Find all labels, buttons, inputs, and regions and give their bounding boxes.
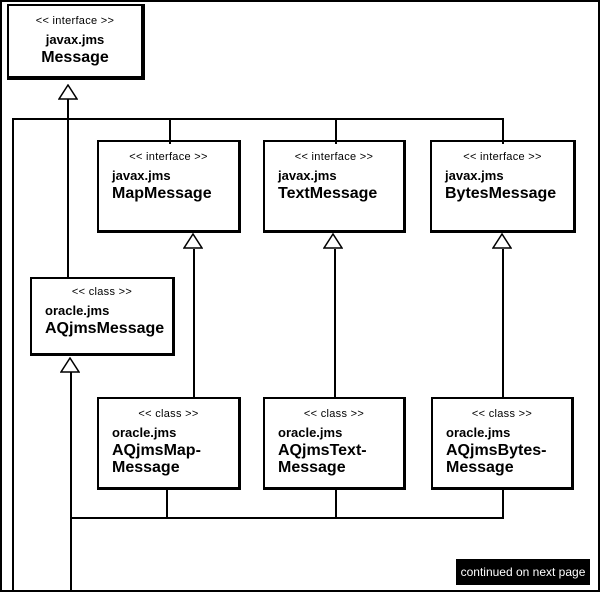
class-name-label: Message (112, 459, 180, 476)
connector-line (502, 118, 504, 144)
connector-line (502, 249, 504, 399)
generalization-arrow-icon (183, 233, 203, 249)
interface-box-message: << interface >> javax.jms Message (7, 4, 145, 80)
class-name-label: Message (278, 459, 346, 476)
connector-line (70, 517, 504, 519)
generalization-arrow-icon (492, 233, 512, 249)
stereotype-label: << interface >> (129, 151, 208, 163)
package-label: javax.jms (112, 168, 171, 183)
stereotype-label: << class >> (303, 408, 365, 420)
package-label: javax.jms (45, 32, 105, 47)
class-name-label: MapMessage (112, 185, 212, 202)
connector-line (193, 249, 195, 399)
connector-line (335, 489, 337, 519)
class-name-label: AQjmsMap- (112, 442, 201, 459)
class-name-label: Message (41, 49, 109, 66)
interface-box-mapmessage: << interface >> javax.jms MapMessage (97, 140, 241, 233)
class-box-aqjmsmessage: << class >> oracle.jms AQjmsMessage (30, 277, 175, 356)
class-box-aqjmsmapmessage: << class >> oracle.jms AQjmsMap- Message (97, 397, 241, 490)
connector-line (502, 489, 504, 519)
connector-line (12, 118, 504, 120)
class-box-aqjmsbytesmessage: << class >> oracle.jms AQjmsBytes- Messa… (431, 397, 574, 490)
interface-box-textmessage: << interface >> javax.jms TextMessage (263, 140, 406, 233)
stereotype-label: << class >> (471, 408, 533, 420)
stereotype-label: << class >> (138, 408, 199, 420)
package-label: oracle.jms (446, 425, 511, 440)
interface-box-bytesmessage: << interface >> javax.jms BytesMessage (430, 140, 576, 233)
class-name-label: AQjmsBytes- (446, 442, 547, 459)
package-label: javax.jms (278, 168, 337, 183)
class-name-label: TextMessage (278, 185, 378, 202)
continued-banner: continued on next page (456, 559, 590, 585)
package-label: oracle.jms (112, 425, 177, 440)
class-name-label: AQjmsMessage (45, 320, 165, 337)
connector-line (335, 118, 337, 144)
package-label: javax.jms (445, 168, 504, 183)
generalization-arrow-icon (58, 84, 78, 100)
stereotype-label: << interface >> (294, 151, 374, 163)
connector-line (12, 118, 14, 590)
generalization-arrow-icon (323, 233, 343, 249)
connector-line (70, 371, 72, 590)
stereotype-label: << interface >> (35, 15, 115, 27)
connector-line (334, 249, 336, 399)
stereotype-label: << interface >> (463, 151, 542, 163)
package-label: oracle.jms (278, 425, 343, 440)
class-name-label: AQjmsText- (278, 442, 367, 459)
connector-line (169, 118, 171, 144)
connector-line (67, 97, 69, 279)
generalization-arrow-icon (60, 357, 80, 373)
class-box-aqjmstextmessage: << class >> oracle.jms AQjmsText- Messag… (263, 397, 406, 490)
connector-line (166, 489, 168, 519)
package-label: oracle.jms (45, 303, 110, 318)
class-name-label: Message (446, 459, 514, 476)
stereotype-label: << class >> (71, 286, 133, 298)
class-name-label: BytesMessage (445, 185, 557, 202)
